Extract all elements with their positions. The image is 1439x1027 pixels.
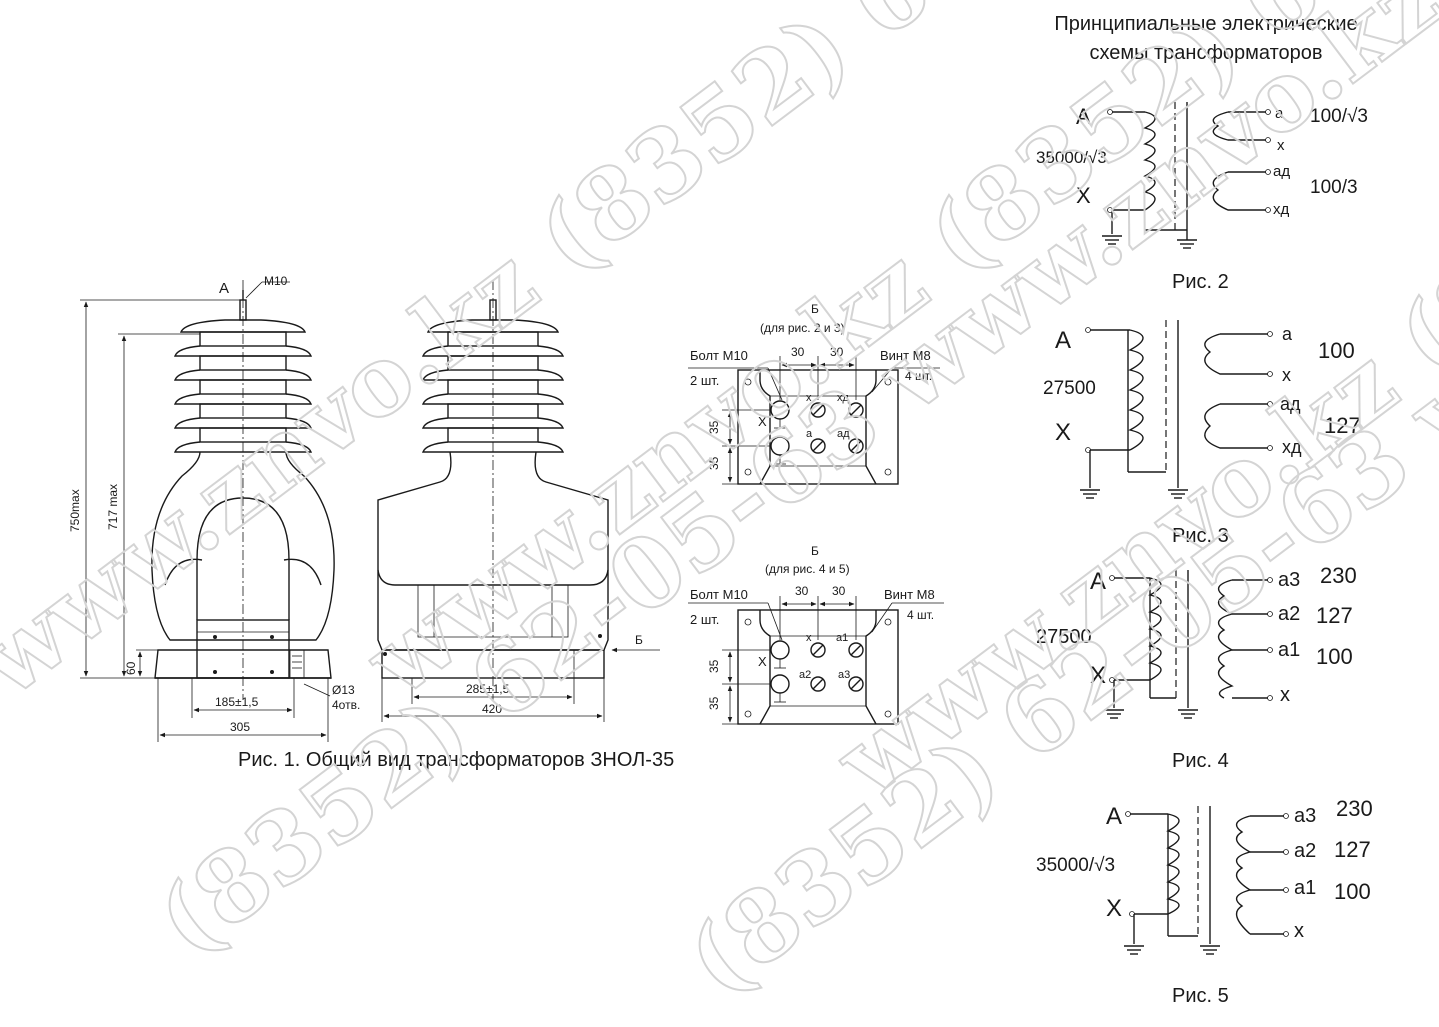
fig4-caption: Рис. 4	[1172, 750, 1229, 772]
schemes-title-line1: Принципиальные электрические	[1054, 13, 1357, 35]
fig4-primary-voltage: 27500	[1036, 626, 1092, 648]
fig2-caption: Рис. 2	[1172, 271, 1229, 293]
box2-dim2: 30	[832, 584, 846, 598]
fig3-v1-label: 100	[1318, 338, 1355, 363]
dim-60-label: 60	[124, 661, 138, 675]
box1-xd-label: xд	[837, 392, 850, 404]
fig2-ad-label: aд	[1273, 163, 1290, 180]
box2-a2-label: a2	[799, 669, 811, 681]
fig3-caption: Рис. 3	[1172, 525, 1229, 547]
terminal-box-2	[688, 596, 944, 725]
scheme-fig3-drawing	[1080, 320, 1273, 499]
fig5-a2-label: a2	[1294, 840, 1316, 862]
box1-a-label: a	[806, 428, 813, 440]
box1-subtitle: (для рис. 2 и 3)	[760, 321, 845, 335]
fig2-x-label: x	[1277, 137, 1285, 154]
scheme-fig2-drawing	[1102, 102, 1271, 249]
fig2-v1-label: 100/√3	[1310, 106, 1368, 127]
dim-305-label: 305	[230, 720, 250, 734]
view-arrow-label: Б	[635, 633, 643, 647]
dim-717-label: 717 max	[106, 484, 120, 530]
fig5-v1-label: 100	[1334, 879, 1371, 904]
fig5-A-label: A	[1106, 803, 1122, 830]
fig4-a2-label: a2	[1278, 603, 1300, 625]
dim-750-label: 750max	[68, 489, 82, 532]
terminal-a-label: A	[219, 280, 229, 297]
fig3-A-label: A	[1055, 327, 1071, 354]
fig4-v2-label: 127	[1316, 603, 1353, 628]
fig5-v3-label: 230	[1336, 796, 1373, 821]
fig2-xd-label: xд	[1273, 201, 1290, 218]
thread-label: M10	[264, 274, 288, 288]
fig3-X-label: X	[1055, 419, 1071, 446]
fig4-A-label: A	[1090, 568, 1106, 595]
fig5-caption: Рис. 5	[1172, 985, 1229, 1007]
fig4-v3-label: 230	[1320, 563, 1357, 588]
fig4-v1-label: 100	[1316, 644, 1353, 669]
box1-title: Б	[811, 302, 819, 316]
fig5-x-label: x	[1294, 920, 1304, 942]
fig3-ad-label: aд	[1280, 394, 1301, 414]
fig4-a1-label: a1	[1278, 639, 1300, 661]
scheme-fig5-drawing	[1124, 806, 1289, 955]
box1-screw-qty: 4 шт.	[905, 369, 932, 383]
fig4-x-label: x	[1280, 684, 1290, 706]
box1-ad-label: aд	[837, 428, 850, 440]
fig3-xd-label: xд	[1282, 437, 1302, 457]
fig2-v2-label: 100/3	[1310, 177, 1358, 198]
box2-subtitle: (для рис. 4 и 5)	[765, 562, 850, 576]
box2-screw-label: Винт М8	[884, 587, 935, 602]
fig5-a3-label: a3	[1294, 805, 1316, 827]
box2-bolt-qty: 2 шт.	[690, 612, 719, 627]
fig3-x-label: x	[1282, 365, 1291, 385]
fig2-X-label: X	[1076, 183, 1091, 208]
box2-vdim1: 35	[707, 659, 721, 673]
fig2-A-label: A	[1076, 104, 1091, 129]
box1-x-label: x	[806, 392, 812, 404]
fig3-a-label: a	[1282, 324, 1293, 344]
box1-dim1: 30	[791, 345, 805, 359]
box2-a1-label: a1	[836, 632, 848, 644]
box2-X-label: X	[758, 654, 767, 669]
figure1-caption: Рис. 1. Общий вид трансформаторов ЗНОЛ-3…	[238, 749, 674, 771]
box2-a3-label: a3	[838, 669, 850, 681]
fig5-X-label: X	[1106, 895, 1122, 922]
fig3-v2-label: 127	[1324, 413, 1361, 438]
fig4-X-label: X	[1090, 662, 1106, 689]
box2-vdim2: 35	[707, 696, 721, 710]
box2-dim1: 30	[795, 584, 809, 598]
box1-dim2: 30	[830, 345, 844, 359]
fig2-a-label: a	[1275, 105, 1284, 122]
fig4-a3-label: a3	[1278, 569, 1300, 591]
box2-bolt-label: Болт М10	[690, 587, 748, 602]
hole-count-label: 4отв.	[332, 698, 360, 712]
transformer-front-view	[80, 280, 335, 742]
box2-x-label: x	[806, 632, 812, 644]
dim-185-label: 185±1,5	[215, 695, 259, 709]
fig5-primary-voltage: 35000/√3	[1036, 855, 1115, 876]
transformer-side-view	[377, 280, 660, 722]
dim-285-label: 285±1,5	[466, 682, 510, 696]
fig3-primary-voltage: 27500	[1043, 378, 1096, 399]
schemes-title-line2: схемы трансформаторов	[1089, 42, 1322, 64]
hole-diameter-label: Ø13	[332, 683, 355, 697]
box1-X-label: X	[758, 414, 767, 429]
fig5-v2-label: 127	[1334, 837, 1371, 862]
box1-screw-label: Винт М8	[880, 348, 931, 363]
scheme-fig4-drawing	[1104, 570, 1273, 719]
terminal-box-1	[688, 356, 940, 485]
dim-420-label: 420	[482, 702, 502, 716]
box1-bolt-qty: 2 шт.	[690, 373, 719, 388]
fig5-a1-label: a1	[1294, 877, 1316, 899]
box1-vdim2: 35	[707, 456, 721, 470]
box2-title: Б	[811, 544, 819, 558]
box1-bolt-label: Болт М10	[690, 348, 748, 363]
box1-vdim1: 35	[707, 420, 721, 434]
box2-screw-qty: 4 шт.	[907, 608, 934, 622]
fig2-primary-voltage: 35000/√3	[1036, 148, 1107, 167]
